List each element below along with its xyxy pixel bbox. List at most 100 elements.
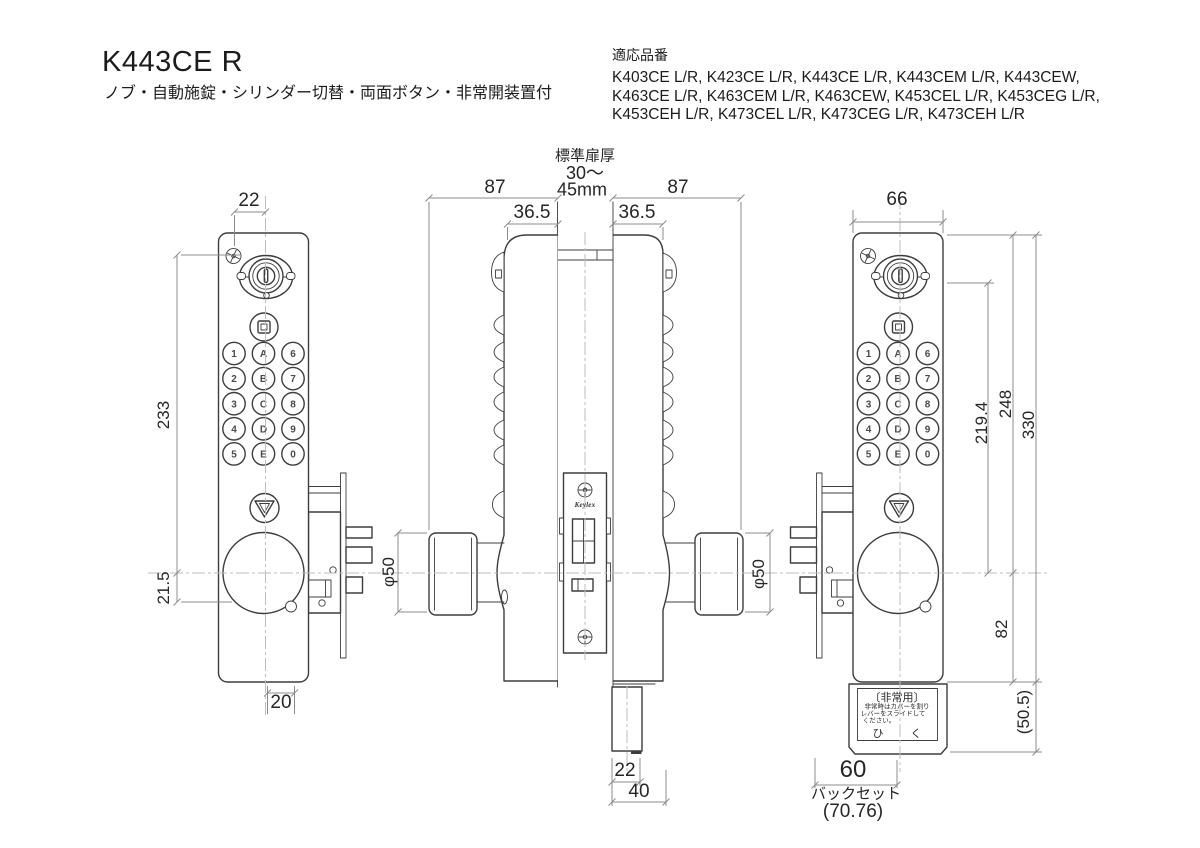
lock-button <box>249 312 279 342</box>
mortise-lock-side-view <box>307 472 373 659</box>
inside-knob-side <box>694 532 744 616</box>
deadbolt <box>345 576 364 594</box>
keypad-button-label: 0 <box>925 450 931 461</box>
keypad-button <box>251 416 276 441</box>
keypad-button-label: 4 <box>866 424 872 435</box>
keypad-button-label: 1 <box>231 349 237 360</box>
emergency-line: レバーをスライドして <box>860 710 926 718</box>
triangle-icon <box>254 500 275 518</box>
dim-knob-to-bottom: 82 <box>992 619 1011 639</box>
mortise-case <box>307 511 342 614</box>
keypad-button-label: 5 <box>866 450 872 461</box>
backset-label: バックセット <box>810 785 902 803</box>
phillips-screw-icon <box>860 248 876 264</box>
keypad-button <box>856 341 881 366</box>
outside-unit-profile <box>428 234 559 682</box>
applicable-models-header: 適応品番 <box>612 47 668 63</box>
cylinder-bump <box>491 251 505 293</box>
phillips-screw-icon <box>225 248 242 264</box>
dim-outside-bottom: 20 <box>270 692 292 713</box>
dim-cover-height: (50.5) <box>1014 689 1033 735</box>
applicable-models-line: K453CEH L/R, K473CEL L/R, K473CEG L/R, K… <box>612 106 1025 124</box>
keypad-button-label: 8 <box>290 399 296 410</box>
latch-bolt-lower <box>789 546 818 564</box>
mortise-tab <box>308 486 341 494</box>
open-button <box>249 492 280 524</box>
dim-outside-depth: 87 <box>484 177 506 198</box>
outside-knob-side <box>428 532 478 616</box>
dim-outside-height: 233 <box>154 400 173 430</box>
mortise-lock-views <box>307 472 855 659</box>
keypad-button-label: A <box>894 349 901 360</box>
keypad-button-label: 6 <box>925 349 931 360</box>
keypad-button <box>281 416 305 441</box>
knob-pin <box>285 600 297 613</box>
dim-outside-case-depth: 36.5 <box>513 202 551 223</box>
keypad-button <box>886 366 910 391</box>
keypad-button <box>915 341 940 366</box>
dim-rod-offset: 40 <box>628 781 650 802</box>
keypad-button-label: A <box>260 349 267 360</box>
mortise-backplate <box>816 472 823 659</box>
keypad-button <box>251 391 276 416</box>
square-icon <box>891 320 906 334</box>
keypad-button-label: 8 <box>925 399 931 410</box>
cylinder-escutcheon <box>236 254 296 300</box>
centerlines <box>148 196 1048 774</box>
keypad-button <box>886 391 910 416</box>
dimension-lines <box>173 194 1042 806</box>
dim-inside-case-depth: 36.5 <box>618 202 656 223</box>
keypad-button <box>856 366 881 391</box>
page-subtitle: ノブ・自動施錠・シリンダー切替・両面ボタン・非常開装置付 <box>104 85 553 102</box>
square-icon <box>257 320 271 334</box>
keypad-button-label: C <box>260 399 267 410</box>
mortise-backplate <box>340 472 347 659</box>
keypad-button-label: D <box>894 424 901 435</box>
brand-logo: Keylex <box>574 501 596 509</box>
screw-hole <box>318 599 326 607</box>
keypad-button <box>222 341 246 366</box>
mortise-tab <box>821 486 855 494</box>
emergency-line: 非常時はカバーを割り <box>864 703 930 711</box>
section-side-view <box>428 201 744 754</box>
keypad-button-label: 2 <box>231 374 237 385</box>
keypad-button-label: 3 <box>231 399 237 410</box>
mortise-case <box>821 511 855 614</box>
door-thickness-range: 30〜 <box>565 163 605 183</box>
dim-cylinder-to-knob: 219.4 <box>972 401 991 445</box>
keypad-button-label: 9 <box>925 424 931 435</box>
deadbolt <box>799 576 818 594</box>
keypad-button-label: 6 <box>290 349 296 360</box>
dim-outside-screw-offset: 22 <box>238 190 260 211</box>
keypad-button <box>222 416 246 441</box>
door-thickness-label: 標準扉厚 <box>554 147 616 165</box>
dim-knob-dia-outside: φ50 <box>379 557 398 587</box>
keypad-button <box>281 366 305 391</box>
keypad-button <box>915 391 940 416</box>
dim-inside-depth: 87 <box>667 177 689 198</box>
keypad-button <box>886 416 910 441</box>
keypad-button <box>281 391 305 416</box>
keypad-button <box>886 341 910 366</box>
triangle-icon <box>888 500 910 518</box>
keypad-button <box>281 341 305 366</box>
dim-backset: 60 <box>839 756 867 783</box>
keypad-button-label: 2 <box>866 374 872 385</box>
tailpiece <box>308 579 332 598</box>
inside-unit-profile <box>612 234 744 685</box>
dim-top-to-knob: 248 <box>996 389 1015 419</box>
keypad-button-label: 9 <box>290 424 296 435</box>
keypad-button-label: B <box>260 374 267 385</box>
cylinder-escutcheon <box>871 254 930 300</box>
keypad-button-label: E <box>895 450 902 461</box>
keypad-button <box>222 391 246 416</box>
keypad-button <box>886 441 910 466</box>
latch-bolt-upper <box>789 526 818 539</box>
deadbolt-front <box>571 578 594 592</box>
dim-knob-dia-inside: φ50 <box>749 559 768 589</box>
screw-hole <box>329 566 337 574</box>
